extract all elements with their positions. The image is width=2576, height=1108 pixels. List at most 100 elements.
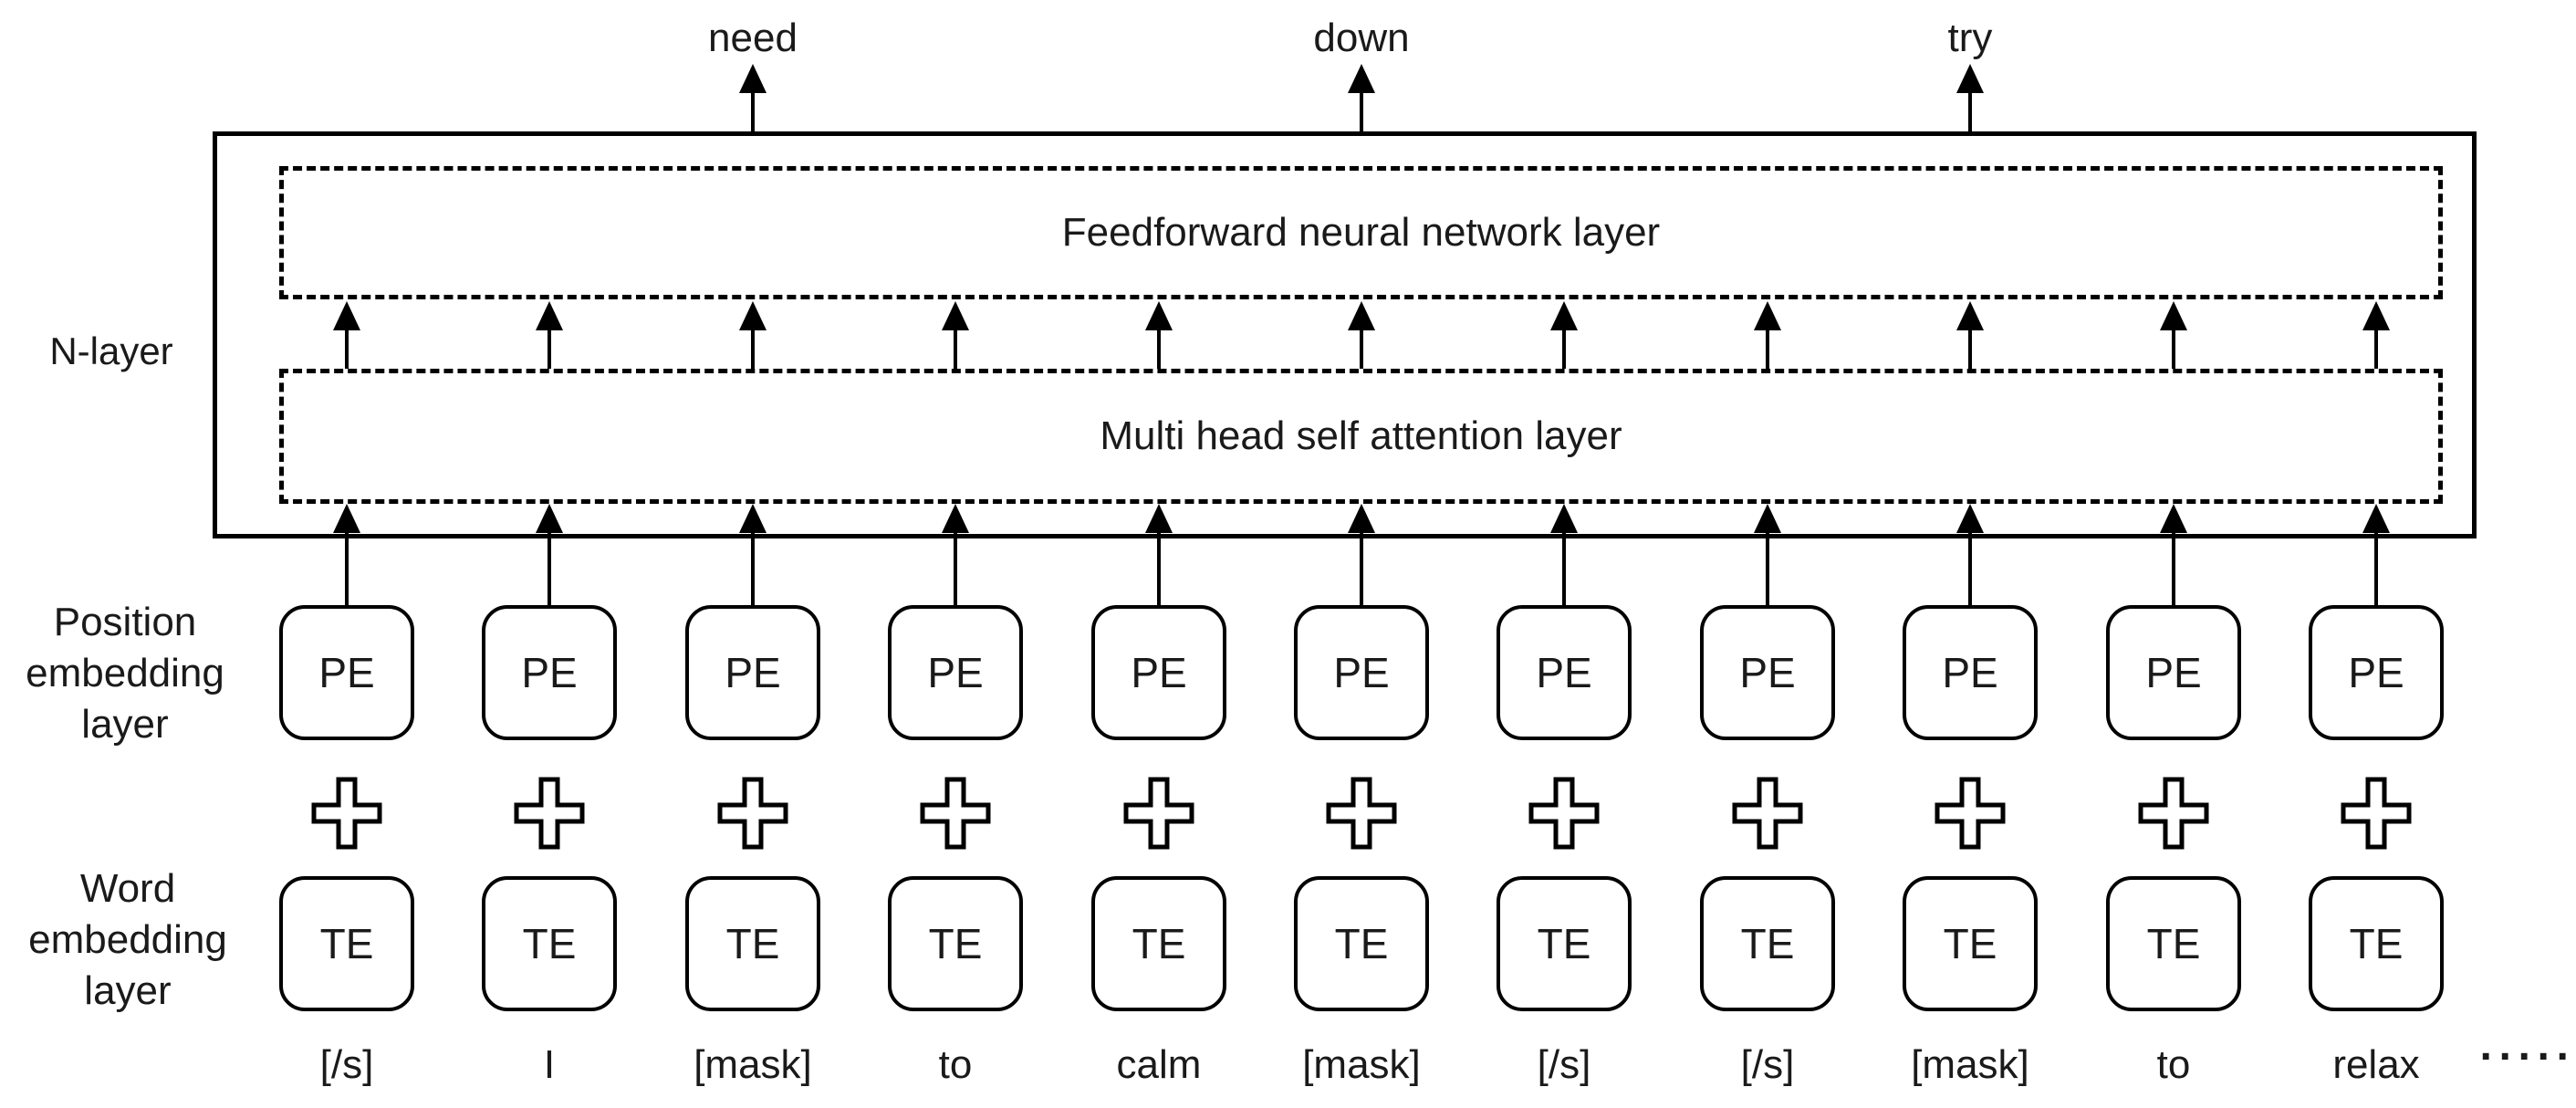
attention-input-arrow-stem [2172, 529, 2175, 605]
ffn-input-arrow-stem [751, 327, 755, 369]
ffn-input-arrow-head [536, 301, 563, 330]
attention-input-arrow-head [1550, 504, 1578, 533]
pe-box: PE [888, 605, 1023, 740]
attention-input-arrow-head [1956, 504, 1984, 533]
pe-box: PE [279, 605, 414, 740]
ffn-input-arrow-head [1956, 301, 1984, 330]
plus-glyph [1528, 777, 1600, 850]
label-line: Word [79, 866, 176, 911]
te-box-label: TE [928, 920, 983, 967]
ffn-input-arrow-head [739, 301, 767, 330]
output-arrow-head [739, 64, 767, 93]
plus-icon [1123, 777, 1194, 850]
pe-box-label: PE [521, 649, 578, 696]
plus-icon [2138, 777, 2209, 850]
te-box-label: TE [725, 920, 780, 967]
token-label: to [2156, 1042, 2191, 1087]
predicted-word-label: need [708, 16, 798, 60]
output-arrow-head [1348, 64, 1375, 93]
te-box-label: TE [319, 920, 374, 967]
plus-glyph [1326, 777, 1397, 850]
label-line: Position [53, 600, 197, 644]
te-box-label: TE [1943, 920, 1997, 967]
attention-input-arrow-head [1348, 504, 1375, 533]
te-box-label: TE [2349, 920, 2404, 967]
te-box: TE [888, 876, 1023, 1011]
pe-box: PE [2309, 605, 2444, 740]
ellipsis-label: ····· [2479, 1032, 2576, 1082]
plus-icon [311, 777, 382, 850]
te-box-label: TE [1740, 920, 1795, 967]
output-arrow-head [1956, 64, 1984, 93]
token-label: calm [1116, 1042, 1202, 1087]
attention-input-arrow-stem [751, 529, 755, 605]
ffn-input-arrow-stem [1360, 327, 1363, 369]
output-arrow-stem [1968, 89, 1972, 131]
plus-glyph [514, 777, 585, 850]
label-line: layer [81, 702, 169, 747]
token-label: relax [2332, 1042, 2420, 1087]
attention-input-arrow-stem [1968, 529, 1972, 605]
plus-glyph [1123, 777, 1194, 850]
plus-icon [1326, 777, 1397, 850]
pe-box-label: PE [725, 649, 781, 696]
plus-glyph [311, 777, 382, 850]
word-embedding-layer-label: Word embedding layer [28, 863, 227, 1017]
attention-input-arrow-stem [1562, 529, 1566, 605]
ffn-input-arrow-stem [1562, 327, 1566, 369]
plus-icon [2341, 777, 2412, 850]
n-layer-label: N-layer [49, 329, 173, 372]
pe-box: PE [685, 605, 820, 740]
label-line: embedding [26, 651, 224, 695]
attention-input-arrow-stem [548, 529, 551, 605]
label-line: embedding [28, 917, 227, 962]
attention-input-arrow-stem [1157, 529, 1161, 605]
pe-box: PE [2106, 605, 2241, 740]
attention-layer-label: Multi head self attention layer [1100, 413, 1622, 458]
pe-box: PE [1903, 605, 2038, 740]
pe-box: PE [1497, 605, 1632, 740]
ffn-input-arrow-head [2362, 301, 2390, 330]
ffn-input-arrow-stem [345, 327, 349, 369]
pe-box: PE [1294, 605, 1429, 740]
pe-box-label: PE [1942, 649, 1998, 696]
pe-box: PE [1700, 605, 1835, 740]
attention-input-arrow-head [739, 504, 767, 533]
te-box: TE [1700, 876, 1835, 1011]
token-label: I [543, 1042, 556, 1087]
ffn-input-arrow-head [2160, 301, 2187, 330]
attention-input-arrow-stem [2374, 529, 2378, 605]
ffn-input-arrow-stem [548, 327, 551, 369]
pe-box-label: PE [1131, 649, 1187, 696]
te-box-label: TE [1132, 920, 1186, 967]
te-box: TE [2106, 876, 2241, 1011]
ffn-input-arrow-head [1348, 301, 1375, 330]
plus-glyph [2138, 777, 2209, 850]
predicted-word-label: try [1947, 16, 1993, 60]
attention-input-arrow-head [333, 504, 360, 533]
pe-box-label: PE [318, 649, 375, 696]
plus-glyph [2341, 777, 2412, 850]
ffn-input-arrow-head [942, 301, 969, 330]
plus-glyph [920, 777, 991, 850]
token-label: [/s] [1740, 1042, 1795, 1087]
encoder-box [213, 131, 2477, 538]
ffn-input-arrow-stem [1157, 327, 1161, 369]
plus-icon [1528, 777, 1600, 850]
pe-box-label: PE [1536, 649, 1592, 696]
te-box-label: TE [522, 920, 577, 967]
ffn-input-arrow-stem [954, 327, 957, 369]
feedforward-layer-label: Feedforward neural network layer [1061, 210, 1661, 255]
te-box: TE [482, 876, 617, 1011]
pe-box-label: PE [2348, 649, 2404, 696]
pe-box: PE [1091, 605, 1226, 740]
plus-glyph [1732, 777, 1803, 850]
te-box: TE [2309, 876, 2444, 1011]
attention-input-arrow-head [942, 504, 969, 533]
token-label: [/s] [319, 1042, 374, 1087]
ffn-input-arrow-head [1145, 301, 1173, 330]
plus-icon [514, 777, 585, 850]
token-label: [/s] [1537, 1042, 1591, 1087]
te-box: TE [1903, 876, 2038, 1011]
